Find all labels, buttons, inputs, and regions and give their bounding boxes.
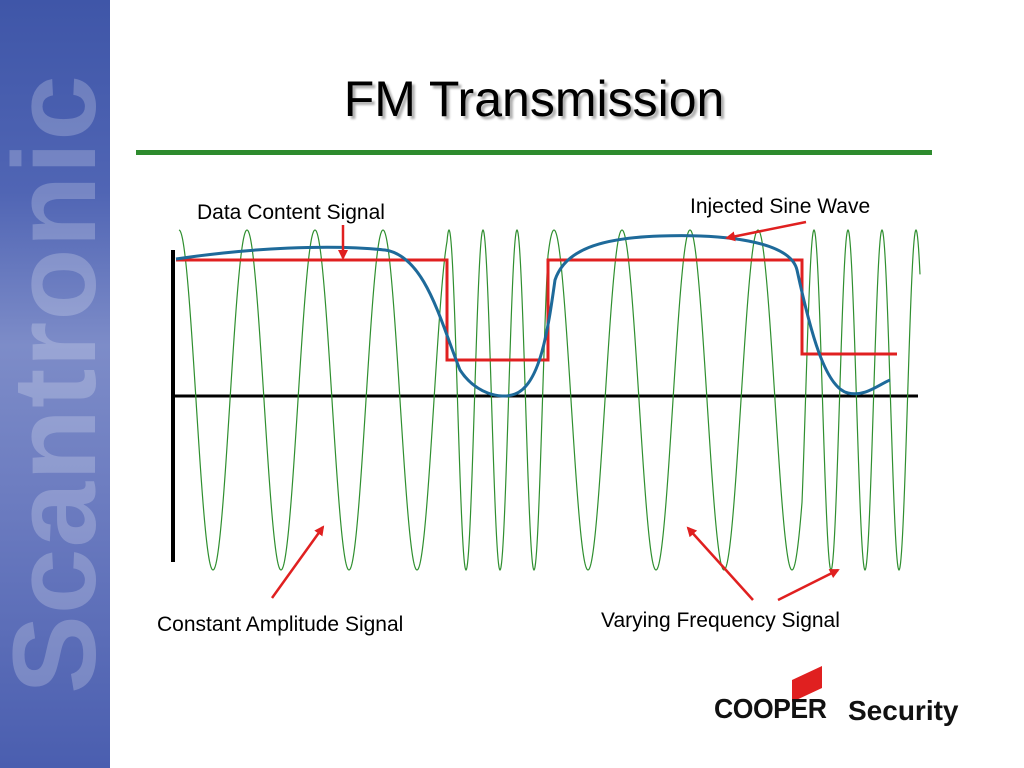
constant-amplitude-arrow [270, 525, 325, 599]
data-content-signal-label: Data Content Signal [197, 201, 385, 224]
varying-frequency-arrow-2 [777, 568, 840, 602]
logo-product-text: Security [848, 695, 959, 726]
brand-sidebar: Scantronic [0, 0, 110, 768]
data-content-signal [176, 258, 897, 362]
logo-mark [792, 666, 822, 702]
carrier-wave [178, 228, 921, 572]
logo-brand-text: COOPER [714, 693, 827, 724]
company-logo: COOPER Security [712, 660, 972, 730]
slide-title: FM Transmission [343, 71, 725, 127]
varying-frequency-arrow-1 [686, 526, 754, 601]
title-underline [136, 150, 932, 155]
injected-sine-wave-label: Injected Sine Wave [690, 195, 871, 218]
constant-amplitude-label: Constant Amplitude Signal [157, 613, 404, 636]
sine-wave-arrow [725, 220, 807, 242]
modulated-curve [175, 234, 891, 398]
varying-frequency-label: Varying Frequency Signal [601, 609, 840, 632]
